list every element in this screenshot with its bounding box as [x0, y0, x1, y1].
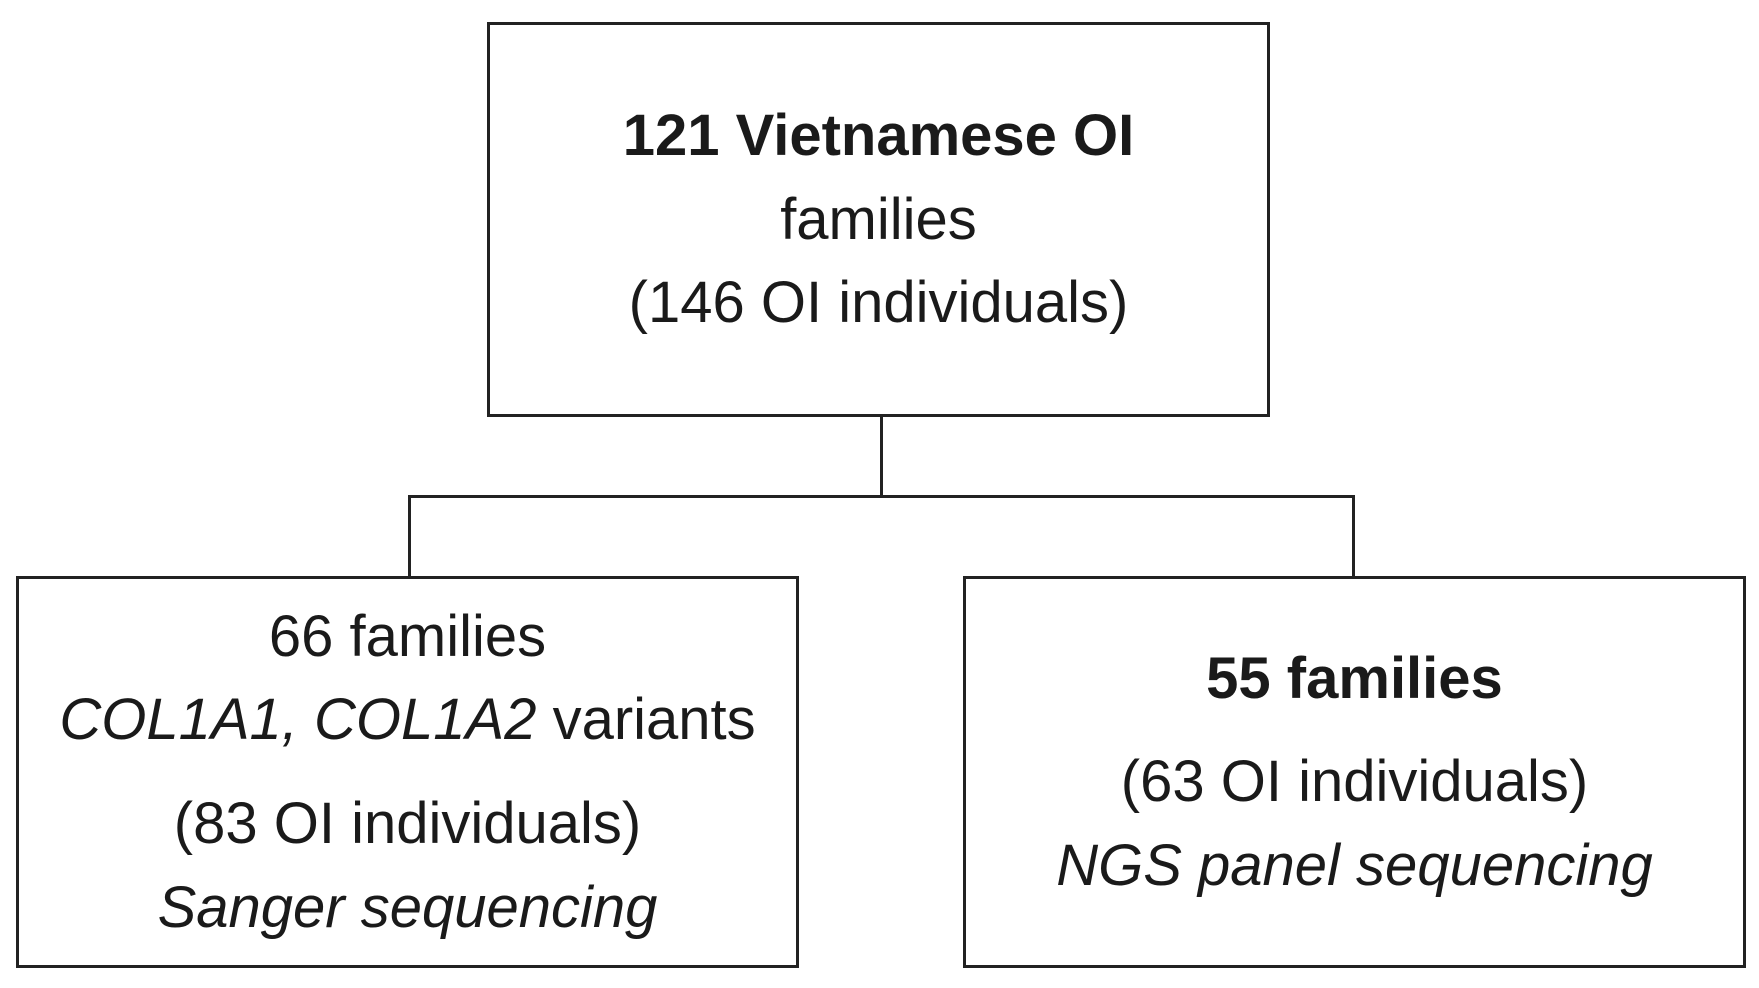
right-box-count: (63 OI individuals) — [1120, 749, 1589, 815]
left-box-variants: COL1A1, COL1A2 variants — [59, 685, 755, 755]
left-box-families: 66 families — [268, 603, 547, 669]
top-box: 121 Vietnamese OI families (146 OI indiv… — [487, 22, 1270, 417]
left-box: 66 families COL1A1, COL1A2 variants (83 … — [16, 576, 799, 968]
connector-horizontal — [408, 495, 1355, 498]
connector-right-branch — [1352, 495, 1355, 579]
left-box-genes: COL1A1, COL1A2 — [59, 687, 537, 753]
connector-left-branch — [408, 495, 411, 579]
left-box-count: (83 OI individuals) — [173, 791, 642, 856]
right-box-method: NGS panel sequencing — [1056, 832, 1653, 898]
top-box-title: 121 Vietnamese OI — [622, 103, 1135, 169]
right-box-families: 55 families — [1206, 645, 1503, 711]
connector-trunk — [880, 414, 883, 498]
left-box-method: Sanger sequencing — [157, 874, 658, 940]
right-box: 55 families (63 OI individuals) NGS pane… — [963, 576, 1746, 968]
top-box-count: (146 OI individuals) — [628, 270, 1129, 336]
left-box-genes-suffix: variants — [536, 687, 756, 753]
top-box-subtitle: families — [780, 186, 977, 252]
